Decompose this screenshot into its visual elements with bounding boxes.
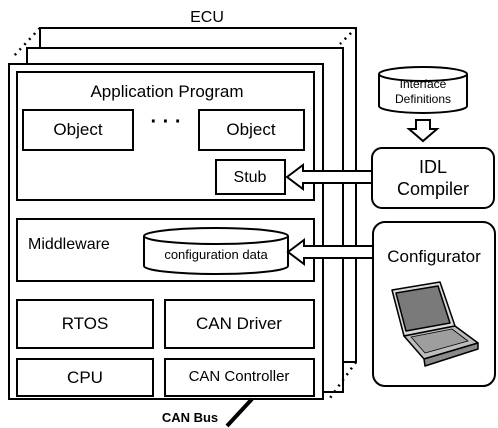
cpu-label: CPU <box>67 368 103 387</box>
object-label-left: Object <box>53 120 103 139</box>
application-program-title: Application Program <box>90 82 244 101</box>
configuration-data-label: configuration data <box>164 247 268 262</box>
interface-definitions-cylinder <box>378 66 468 114</box>
can-controller-label: CAN Controller <box>188 368 290 385</box>
can-bus-line <box>225 397 254 428</box>
interface-label-line2: Definitions <box>394 92 452 106</box>
idl-label-line1: IDL <box>418 157 448 177</box>
hollow-left-arrow-config-icon <box>286 238 374 266</box>
laptop-icon <box>391 281 479 367</box>
can-driver-label: CAN Driver <box>196 314 282 333</box>
can-driver-box <box>164 299 315 349</box>
ecu-depth-lines <box>11 27 358 399</box>
rtos-box <box>16 299 154 349</box>
ecu-label: ECU <box>190 9 224 26</box>
stub-box <box>215 159 286 195</box>
hollow-left-arrow-icon <box>285 163 373 191</box>
rtos-label: RTOS <box>61 314 109 333</box>
can-bus-label: CAN Bus <box>161 410 219 425</box>
can-controller-box <box>164 358 315 397</box>
stub-label: Stub <box>233 169 267 186</box>
idl-label-line2: Compiler <box>396 179 470 199</box>
interface-label-line1: Interface <box>399 77 447 91</box>
object-label-right: Object <box>226 120 276 139</box>
middleware-label: Middleware <box>28 236 110 253</box>
configuration-data-cylinder <box>143 227 289 275</box>
configurator-label: Configurator <box>387 247 481 266</box>
object-box-right <box>198 109 305 151</box>
hollow-down-arrow-icon <box>406 119 440 143</box>
ellipsis-label: · · · <box>150 111 182 133</box>
cpu-box <box>16 358 154 397</box>
object-box-left <box>22 109 134 151</box>
